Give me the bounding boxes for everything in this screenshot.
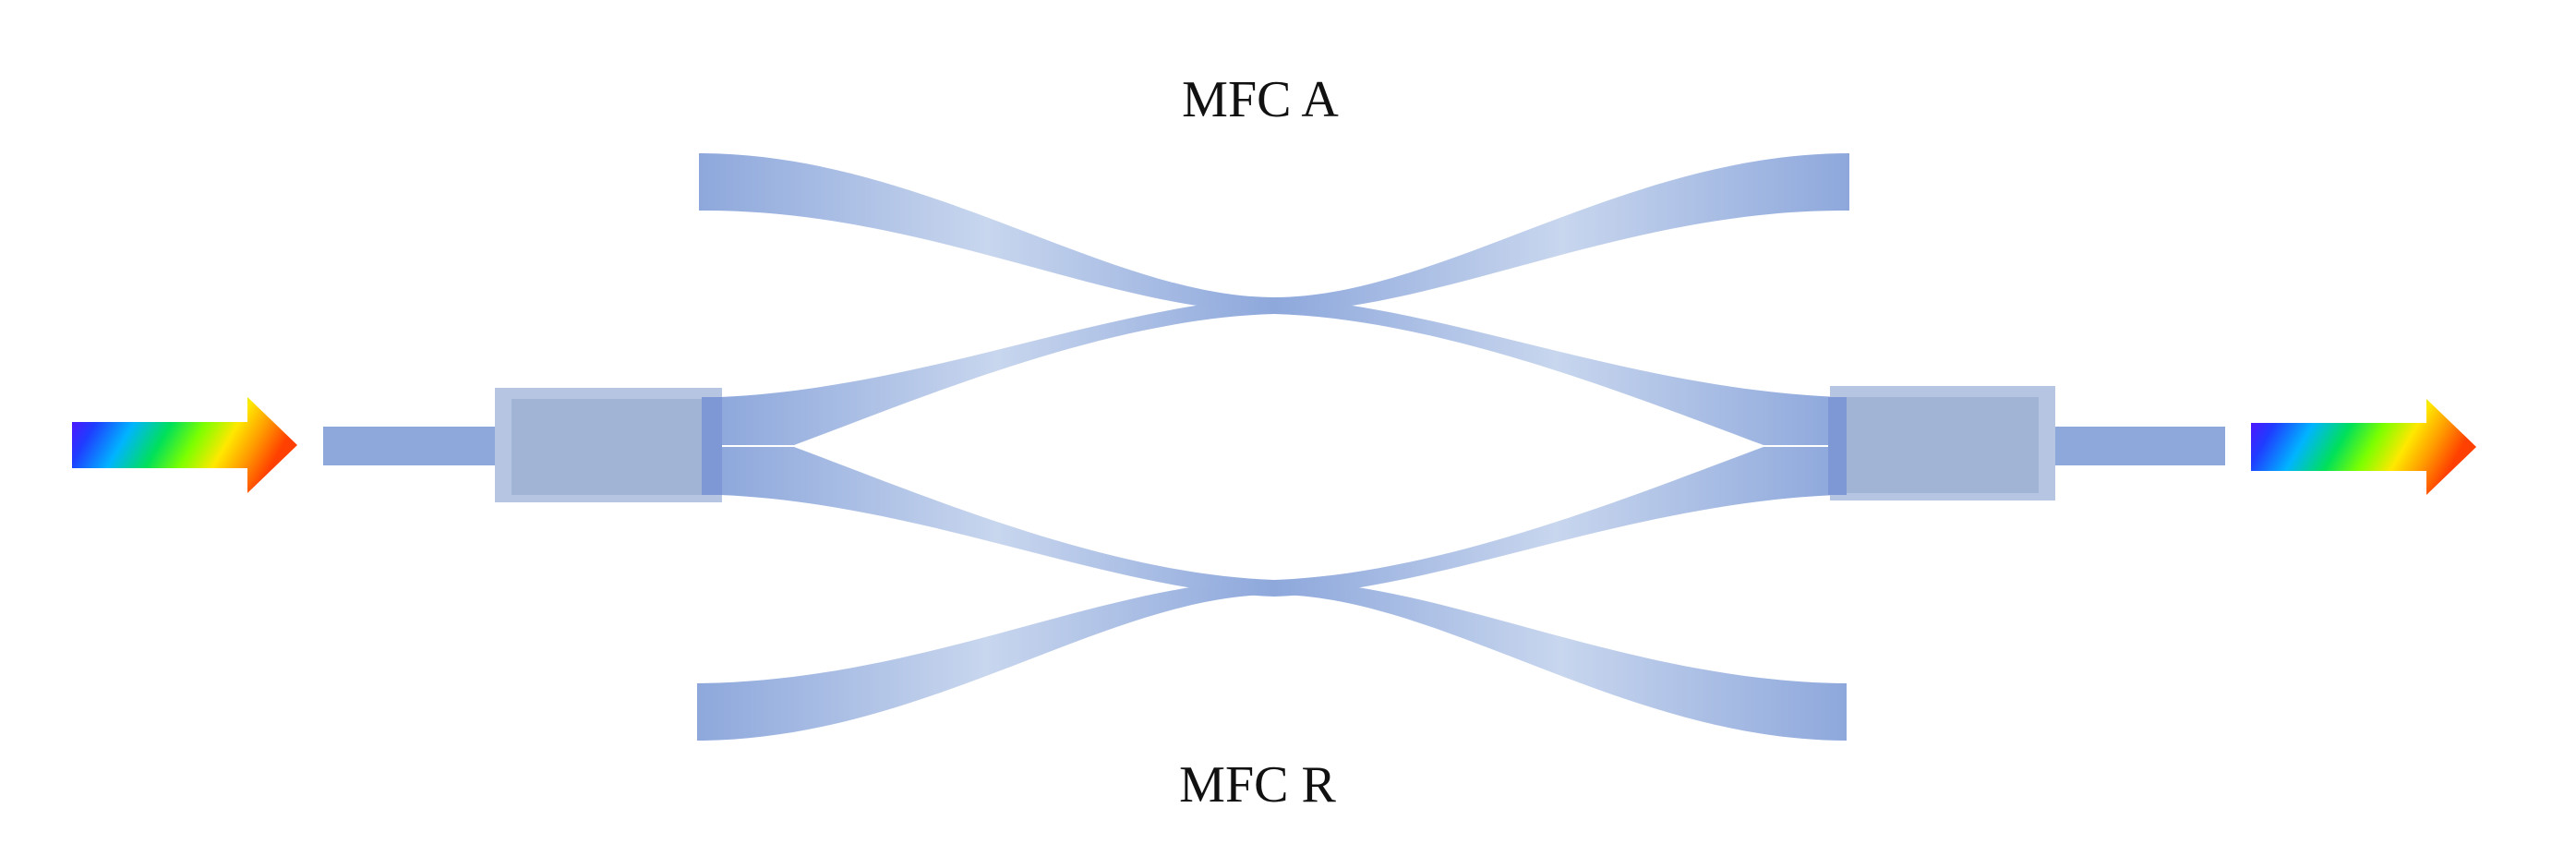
bottom-outer-arm-left — [697, 580, 1274, 741]
mfc-r-label: MFC R — [1179, 756, 1336, 814]
output-lead-fiber — [2036, 427, 2225, 465]
left-coupler — [495, 388, 722, 502]
input-arrow-icon — [72, 397, 297, 493]
upper-inner-arm-left — [720, 297, 1274, 445]
top-outer-arm-left — [699, 153, 1274, 312]
lower-inner-arm-left — [720, 447, 1274, 597]
mfc-a-label: MFC A — [1182, 71, 1339, 128]
input-lead-fiber — [323, 427, 517, 465]
top-outer-arm-right — [1274, 153, 1849, 312]
bottom-outer-arm-right — [1274, 580, 1847, 741]
right-coupler — [1828, 386, 2055, 500]
lower-inner-arm-right — [1274, 447, 1837, 597]
upper-inner-arm-right — [1274, 297, 1837, 445]
output-arrow-icon — [2251, 399, 2476, 495]
interferometer-arms — [697, 153, 1849, 741]
